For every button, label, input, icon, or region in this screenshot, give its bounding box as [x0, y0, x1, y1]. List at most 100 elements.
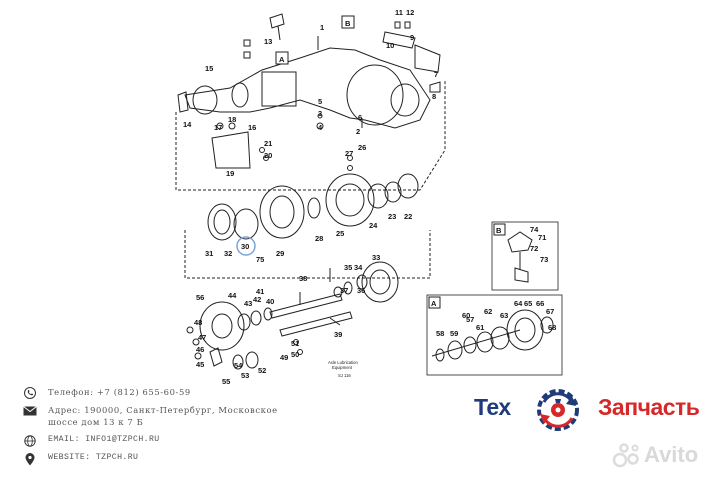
mail-envelope-icon: [22, 404, 38, 418]
callout-54: 54: [234, 361, 243, 370]
callout-42: 42: [253, 295, 261, 304]
callout-8: 8: [432, 92, 436, 101]
address-row: Адрес: 190000, Санкт-Петербург, Московск…: [22, 404, 342, 434]
phone-row: Телефон: +7 (812) 655-60-59: [22, 386, 342, 404]
callout-41: 41: [256, 287, 264, 296]
callout-28: 28: [315, 234, 323, 243]
callout-68: 68: [548, 323, 556, 332]
callout-17: 17: [214, 123, 222, 132]
callout-36: 36: [357, 286, 365, 295]
callout-51: 51: [291, 339, 299, 348]
avito-watermark-text: Avito: [644, 442, 699, 467]
lower-hub: [199, 301, 245, 351]
callout-34: 34: [354, 263, 363, 272]
callout-57: 57: [466, 315, 474, 324]
callout-48: 48: [194, 318, 202, 327]
callout-72: 72: [530, 244, 538, 253]
callout-12: 12: [406, 8, 414, 17]
callout-62: 62: [484, 307, 492, 316]
avito-watermark: Avito: [612, 440, 716, 472]
detail-box-b: [491, 221, 559, 291]
website-link[interactable]: WEBSITE: TZPCH.RU: [48, 453, 139, 462]
gear-ring: [207, 203, 237, 241]
brand-word-zapchast: Запчасть: [598, 394, 700, 420]
address-line-2: шоссе дом 13 к 7 Б: [48, 417, 144, 427]
callout-58: 58: [436, 329, 444, 338]
website-row: WEBSITE: TZPCH.RU: [22, 452, 342, 470]
callout-4: 4: [318, 123, 323, 132]
callout-56: 56: [196, 293, 204, 302]
callout-19: 19: [226, 169, 234, 178]
callout-43: 43: [244, 299, 252, 308]
callout-5: 5: [318, 97, 322, 106]
brand-word-tech: Тех: [474, 394, 511, 420]
callout-55: 55: [222, 377, 230, 386]
email-row: EMAIL: INFO1@TZPCH.RU: [22, 434, 342, 452]
callout-11: 11: [395, 8, 403, 17]
diff-housing: [506, 309, 544, 351]
callout-71: 71: [538, 233, 546, 242]
phone-icon: [22, 386, 38, 400]
drive-shaft-upper: [269, 293, 343, 319]
contact-info: Телефон: +7 (812) 655-60-59 Адрес: 19000…: [22, 386, 342, 470]
axle-housing: [184, 47, 431, 129]
callout-7: 7: [434, 70, 438, 79]
callout-73: 73: [540, 255, 548, 264]
phone-text: Телефон: +7 (812) 655-60-59: [48, 387, 191, 397]
callout-14: 14: [183, 120, 192, 129]
callout-45: 45: [196, 360, 204, 369]
callout-38: 38: [299, 274, 307, 283]
avito-dots-icon: [612, 443, 639, 468]
callout-25: 25: [336, 229, 344, 238]
box-label-b-detail: B: [496, 226, 502, 235]
callout-33: 33: [372, 253, 380, 262]
callout-22: 22: [404, 212, 412, 221]
diagram-code: SJ 116: [338, 373, 351, 378]
callout-63: 63: [500, 311, 508, 320]
callout-37: 37: [340, 286, 348, 295]
brand-logo: Тех Запчасть: [474, 386, 720, 434]
note-line2: Equipment: [332, 365, 353, 370]
box-label-a-detail: A: [431, 299, 437, 308]
callout-31: 31: [205, 249, 213, 258]
callout-49: 49: [280, 353, 288, 362]
box-label-b-top: B: [345, 19, 351, 28]
wheel-hub: [325, 173, 375, 227]
callout-44: 44: [228, 291, 237, 300]
email-link[interactable]: EMAIL: INFO1@TZPCH.RU: [48, 435, 160, 444]
callout-23: 23: [388, 212, 396, 221]
callout-59: 59: [450, 329, 458, 338]
callout-10: 10: [386, 41, 394, 50]
callout-21: 21: [264, 139, 272, 148]
callout-60: 60: [462, 311, 470, 320]
globe-icon: [22, 434, 38, 448]
callout-39: 39: [334, 330, 342, 339]
callout-52: 52: [258, 366, 266, 375]
callout-40: 40: [266, 297, 274, 306]
callout-61: 61: [476, 323, 484, 332]
callout-35: 35: [344, 263, 352, 272]
callout-15: 15: [205, 64, 213, 73]
bracket: [211, 131, 251, 169]
hub-carrier: [259, 185, 305, 239]
callout-labels: 1 2 3 4 5 6 7 8 9 10 11 12 13 14 15 16 1…: [183, 8, 556, 386]
callout-75: 75: [256, 255, 264, 264]
callout-20: 20: [264, 151, 272, 160]
drive-shaft-lower: [279, 311, 353, 337]
callout-24: 24: [369, 221, 378, 230]
callout-64: 64: [514, 299, 523, 308]
callout-30: 30: [241, 242, 249, 251]
callout-6: 6: [358, 113, 362, 122]
gear-sync-logo-icon: [537, 389, 579, 431]
callout-27: 27: [345, 149, 353, 158]
callout-67: 67: [546, 307, 554, 316]
box-label-a-top: A: [279, 55, 285, 64]
address-line-1: Адрес: 190000, Санкт-Петербург, Московск…: [48, 405, 278, 415]
callout-47: 47: [198, 333, 206, 342]
callout-13: 13: [264, 37, 272, 46]
callout-50: 50: [291, 350, 299, 359]
callout-46: 46: [196, 345, 204, 354]
callout-32: 32: [224, 249, 232, 258]
callout-18: 18: [228, 115, 236, 124]
